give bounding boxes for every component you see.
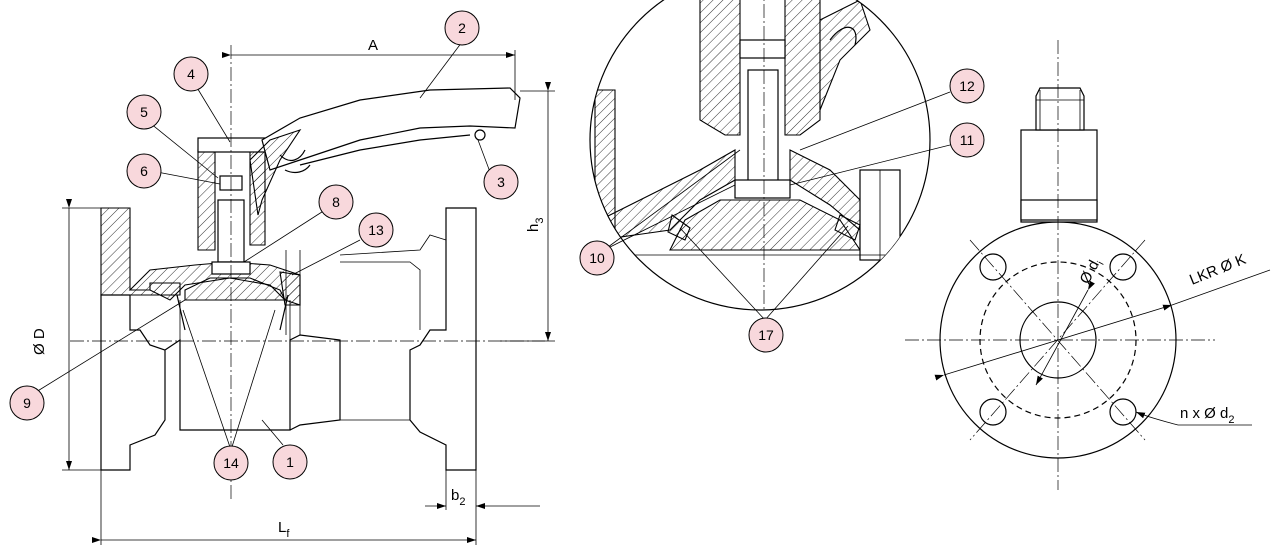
dim-lkr: LKR Ø K: [1187, 251, 1248, 289]
detail-view: [589, 0, 971, 321]
svg-text:10: 10: [589, 250, 605, 266]
dim-b2: b2: [451, 487, 465, 508]
svg-text:2: 2: [458, 20, 466, 36]
callout-6: 6: [126, 153, 162, 189]
dim-di: Ø di: [1077, 256, 1107, 289]
callout-5: 5: [126, 94, 162, 130]
dim-d: Ø D: [31, 328, 48, 355]
svg-text:6: 6: [140, 163, 148, 179]
svg-text:8: 8: [332, 194, 340, 210]
callout-10: 10: [579, 240, 615, 276]
svg-text:9: 9: [23, 395, 31, 411]
callout-8: 8: [318, 184, 354, 220]
callout-3: 3: [483, 164, 519, 200]
callout-12: 12: [949, 68, 985, 104]
callout-13: 13: [358, 212, 394, 248]
svg-text:12: 12: [959, 78, 975, 94]
callout-17: 17: [748, 317, 784, 353]
svg-text:14: 14: [223, 455, 239, 471]
callout-4: 4: [173, 56, 209, 92]
dim-h3: h3: [525, 218, 546, 232]
dim-bolt: n x Ø d2: [1180, 405, 1234, 426]
flange-front-view: Ø di LKR Ø K n x Ø d2: [905, 40, 1271, 490]
callout-11: 11: [949, 122, 985, 158]
callout-2: 2: [444, 10, 480, 46]
callout-9: 9: [9, 385, 45, 421]
svg-text:13: 13: [368, 222, 384, 238]
dim-a: A: [368, 37, 378, 54]
svg-text:5: 5: [140, 104, 148, 120]
sectional-view: A h3 Ø D Lf b2: [31, 37, 555, 545]
svg-text:3: 3: [497, 174, 505, 190]
svg-text:11: 11: [960, 132, 975, 148]
right-flange: [409, 207, 477, 471]
svg-text:17: 17: [758, 327, 774, 343]
callout-14: 14: [213, 445, 249, 481]
handle-lever: [261, 87, 521, 171]
callout-1: 1: [272, 444, 308, 480]
dim-lf: Lf: [278, 519, 290, 540]
svg-text:1: 1: [286, 454, 294, 470]
svg-text:4: 4: [187, 66, 195, 82]
